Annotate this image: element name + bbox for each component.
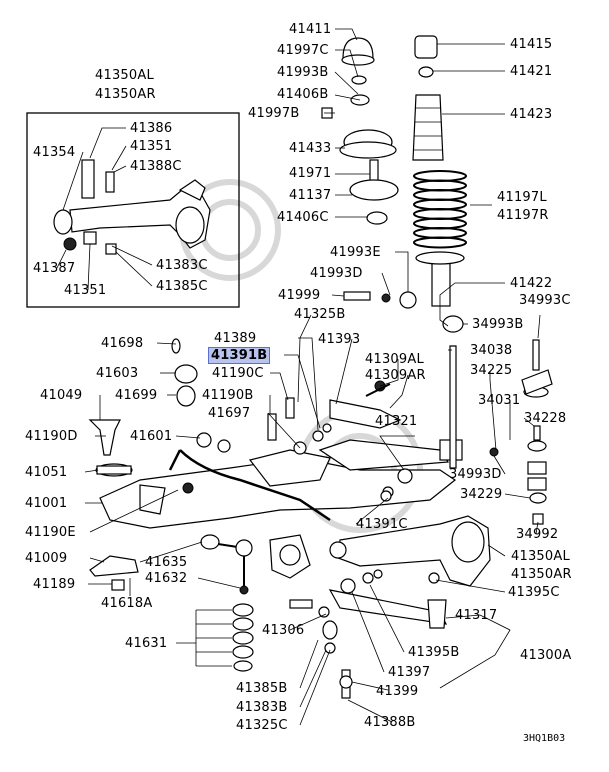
part-label[interactable]: 41395B: [408, 645, 460, 660]
strut-top-mount: [321, 37, 399, 225]
stabilizer-link: [200, 534, 253, 595]
part-label[interactable]: 41388C: [130, 159, 182, 174]
bushing-stack: [232, 603, 254, 672]
part-label[interactable]: 41306: [262, 623, 305, 638]
part-label[interactable]: 41399: [376, 684, 419, 699]
part-label[interactable]: 41393: [318, 332, 361, 347]
part-label[interactable]: 41351: [130, 139, 173, 154]
part-label[interactable]: 41325C: [236, 718, 288, 733]
part-label[interactable]: 41999: [278, 288, 321, 303]
part-label[interactable]: 41421: [510, 64, 553, 79]
part-label[interactable]: 41354: [33, 145, 76, 160]
part-label[interactable]: 41190E: [25, 525, 76, 540]
part-label[interactable]: 41415: [510, 37, 553, 52]
part-label[interactable]: 41383B: [236, 700, 288, 715]
part-label[interactable]: 41406B: [277, 87, 329, 102]
part-label[interactable]: 34225: [470, 363, 513, 378]
part-label[interactable]: 41997C: [277, 43, 329, 58]
part-label[interactable]: 41051: [25, 465, 68, 480]
leader-lines: [56, 28, 541, 726]
part-label[interactable]: 41321: [375, 414, 418, 429]
part-label[interactable]: 34228: [524, 411, 567, 426]
part-label[interactable]: 41317: [455, 608, 498, 623]
part-label[interactable]: 41300A: [520, 648, 572, 663]
part-label[interactable]: 34038: [470, 343, 513, 358]
part-label[interactable]: 41397: [388, 665, 431, 680]
part-label[interactable]: 41190C: [212, 366, 264, 381]
part-label[interactable]: 41389: [214, 331, 257, 346]
part-label[interactable]: 41423: [510, 107, 553, 122]
part-label[interactable]: 41137: [289, 188, 332, 203]
part-label[interactable]: 41049: [40, 388, 83, 403]
part-label[interactable]: 41387: [33, 261, 76, 276]
right-hardware: [380, 339, 553, 525]
part-label[interactable]: 34229: [460, 487, 503, 502]
spring-coil: [413, 236, 467, 249]
part-label[interactable]: 41603: [96, 366, 139, 381]
part-label[interactable]: 41618A: [101, 596, 153, 611]
part-label[interactable]: 34993D: [449, 467, 502, 482]
inset-knuckle-assembly: [53, 159, 211, 255]
part-label[interactable]: 41385B: [236, 681, 288, 696]
inset-title-line2: 41350AR: [95, 87, 156, 102]
inset-box: [26, 112, 240, 308]
part-label[interactable]: 41309AR: [365, 368, 426, 383]
part-label[interactable]: 41190B: [202, 388, 254, 403]
part-label[interactable]: 41395C: [508, 585, 560, 600]
part-label[interactable]: 41993D: [310, 266, 363, 281]
part-label[interactable]: 41385C: [156, 279, 208, 294]
upper-arms: [267, 380, 463, 484]
part-label[interactable]: 41350AR: [511, 567, 572, 582]
part-label[interactable]: 41971: [289, 166, 332, 181]
stabilizer-bar: [168, 338, 331, 522]
part-label[interactable]: 41325B: [294, 307, 346, 322]
part-label[interactable]: 41388B: [364, 715, 416, 730]
rear-knuckle: [329, 486, 491, 587]
part-label[interactable]: 41697: [208, 406, 251, 421]
lower-arm: [289, 569, 448, 699]
part-label[interactable]: 34993C: [519, 293, 571, 308]
part-label[interactable]: 34031: [478, 393, 521, 408]
part-label[interactable]: 41993B: [277, 65, 329, 80]
part-label[interactable]: 41009: [25, 551, 68, 566]
strut-spring-damper: [343, 35, 467, 333]
part-label[interactable]: 41190D: [25, 429, 78, 444]
part-label[interactable]: 41386: [130, 121, 173, 136]
part-label-highlighted[interactable]: 41391B: [208, 347, 271, 364]
part-label[interactable]: 41699: [115, 388, 158, 403]
part-label[interactable]: 41350AL: [511, 549, 570, 564]
part-label[interactable]: 41411: [289, 22, 332, 37]
part-label[interactable]: 41406C: [277, 210, 329, 225]
part-label[interactable]: 41383C: [156, 258, 208, 273]
part-label[interactable]: 41391C: [356, 517, 408, 532]
part-label[interactable]: 41632: [145, 571, 188, 586]
part-label[interactable]: 41351: [64, 283, 107, 298]
part-label[interactable]: 34993B: [472, 317, 524, 332]
part-label[interactable]: 41433: [289, 141, 332, 156]
part-label[interactable]: 41197R: [497, 208, 549, 223]
part-label[interactable]: 41993E: [330, 245, 381, 260]
inset-title-line1: 41350AL: [95, 68, 154, 83]
left-hardware: [88, 419, 194, 591]
part-label[interactable]: 34992: [516, 527, 559, 542]
part-label[interactable]: 41001: [25, 496, 68, 511]
part-label[interactable]: 41997B: [248, 106, 300, 121]
part-label[interactable]: 41631: [125, 636, 168, 651]
part-label[interactable]: 41309AL: [365, 352, 424, 367]
part-label[interactable]: 41422: [510, 276, 553, 291]
part-label[interactable]: 41601: [130, 429, 173, 444]
part-label[interactable]: 41698: [101, 336, 144, 351]
part-label[interactable]: 41189: [33, 577, 76, 592]
part-label[interactable]: 41197L: [497, 190, 547, 205]
part-label[interactable]: 41635: [145, 555, 188, 570]
diagram-code: 3HQ1B03: [523, 733, 566, 744]
